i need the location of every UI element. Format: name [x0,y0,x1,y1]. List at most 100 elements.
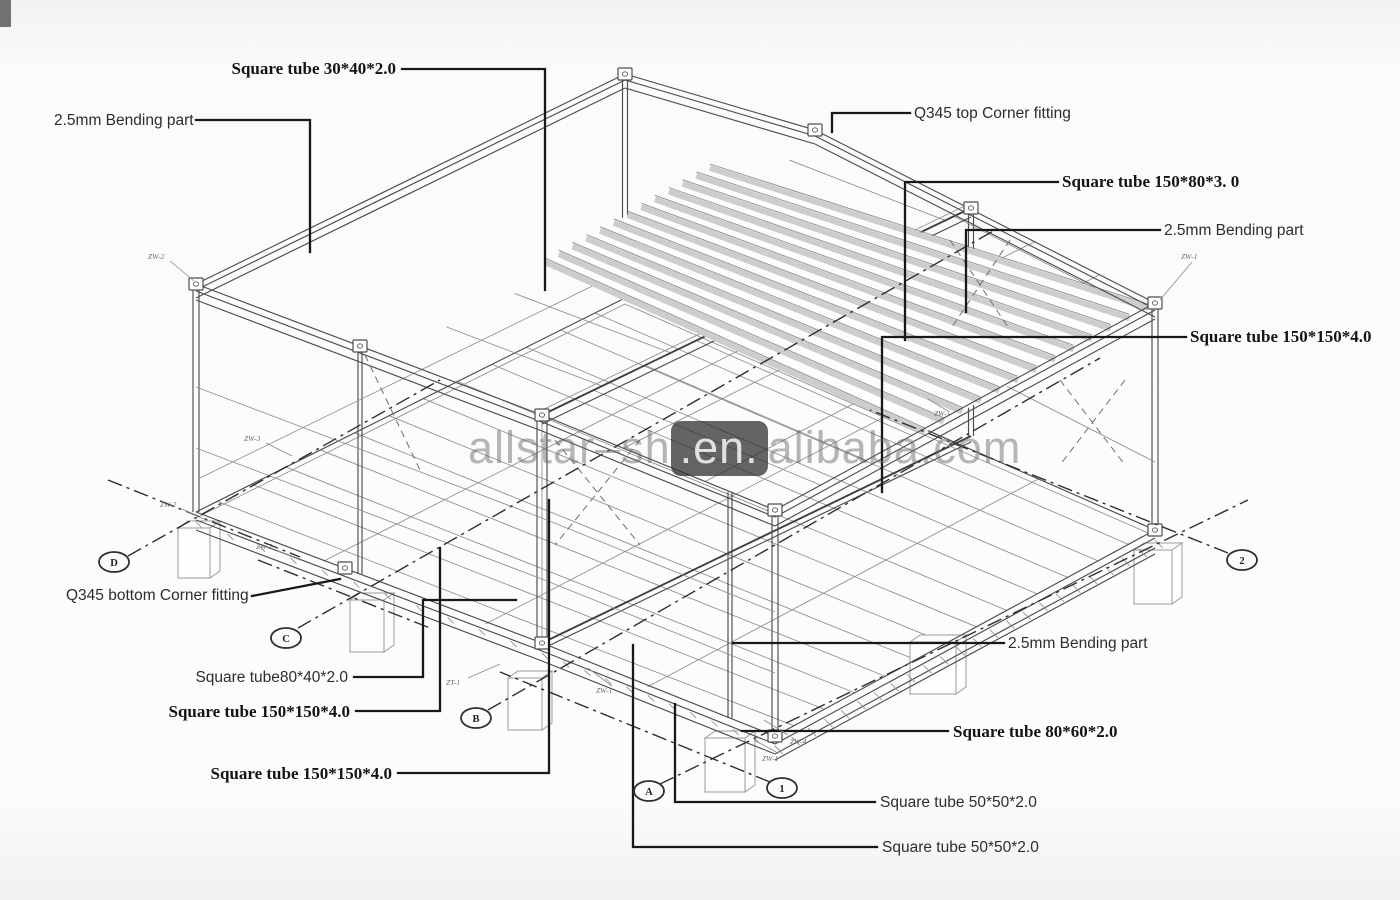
edge-hatch-tick [956,647,966,656]
leader-line [352,598,518,679]
brace-line [364,354,421,471]
grid-axis-bubble: D [98,551,130,573]
corrugation-edge [586,234,981,398]
corner-fitting [617,67,633,81]
brace-line [949,239,1011,331]
axis-letter: 1 [779,784,784,795]
edge-hatch-tick [1039,602,1048,611]
brace-line [554,439,641,546]
roof-edge-beam [195,79,626,291]
callout-label: Square tube 30*40*2.0 [231,59,396,78]
corrugation-stripe [626,212,1038,373]
callout-label: Square tube 80*60*2.0 [953,722,1118,741]
leader-line [830,111,912,134]
callout-label: Q345 top Corner fitting [914,105,1071,122]
part-mark-leader [277,550,301,561]
corrugation-edge [544,257,926,429]
part-mark: ZW-2 [148,252,165,261]
leader-line [194,118,312,254]
edge-hatch-tick [732,728,739,736]
edge-hatch-tick [415,605,423,612]
grid-axis-bubble: C [270,627,302,649]
footing-front [349,599,385,653]
bubble-outline [270,627,302,649]
grid-axis-bubble: A [633,780,665,802]
corrugation-stripe [543,259,927,435]
floor-frame-grid [195,297,1156,727]
part-mark-leader [169,260,195,282]
ceiling-joist [789,159,946,221]
edge-hatch-tick [791,736,800,746]
corner-fitting-hole [1151,527,1159,533]
brace-line [554,439,641,546]
corrugation-edge [709,163,1149,305]
axis-letter: A [645,787,653,798]
edge-hatch-tick [510,640,517,648]
axis-line [297,229,996,629]
bubble-outline [98,551,130,573]
callout-label: Square tube 150*150*4.0 [1190,327,1372,346]
corrugation-edge [613,218,1019,377]
bubble-outline [766,777,798,799]
corrugation-stripe [571,243,964,415]
corrugation-edge [668,187,1093,336]
footing-side [541,670,553,731]
leader-line [964,228,1162,314]
edge-hatch-tick [1006,620,1015,629]
edge-hatch-tick [584,669,591,677]
part-mark-leader [181,508,207,521]
corrugation-stripe [653,196,1075,353]
edge-hatch-tick [840,709,850,719]
wall-rail [541,517,776,613]
roof-front-edge-beam [195,299,776,527]
edge-hatch-tick [939,656,949,665]
grid-axis-bubble: 2 [1226,549,1258,571]
corrugation-edge [682,179,1111,326]
floor-side-edge-beam [774,529,1156,737]
corrugation-stripe [667,188,1094,342]
edge-hatch-tick [647,694,655,702]
roof-side-edge-beam [774,309,1156,518]
grid-axis-bubble: 1 [766,777,798,799]
axis-line [659,499,1249,785]
footing-side [744,730,756,793]
corrugation-stripe [709,165,1149,311]
edge-hatch-tick [1138,548,1147,558]
corner-fitting [807,123,823,137]
bubble-outline [633,780,665,802]
edge-hatch-tick [195,521,203,529]
floor-stringer [647,478,1039,688]
part-mark: ZW-3 [244,434,261,443]
corrugation-edge [627,210,1037,367]
grid-axis-bubbles: D C B A 1 2 [98,549,1258,802]
callout-label: Square tube 150*150*4.0 [168,702,350,721]
corner-fitting [534,408,550,422]
grid-axis-bubble: B [460,707,492,729]
part-mark: ZW-1 [1181,252,1197,261]
callout-label: 2.5mm Bending part [1164,222,1304,239]
leader-lines [194,67,1188,849]
axis-line [107,479,301,558]
corrugation-edge [558,249,944,419]
roof-ridge-beam [624,87,1156,318]
callout-label: Square tube 150*80*3. 0 [1062,172,1239,191]
floor-divider-beam [541,435,972,644]
corner-fittings [188,67,1163,743]
part-mark: ZW-1 [762,754,778,763]
callout-label: Square tube80*40*2.0 [195,669,348,686]
edge-hatch-tick [321,569,329,576]
part-mark: ZW-2 [256,542,273,551]
part-mark: ZW-1 [596,686,612,695]
corrugation-edge [641,202,1056,357]
edge-hatch-tick [857,700,866,710]
callout-labels: Square tube 30*40*2.0 2.5mm Bending part… [54,59,1372,856]
corner-fitting [1147,296,1163,310]
roof-edge-beam [195,73,626,285]
edge-hatch-tick [824,718,833,728]
leader-line [673,702,877,804]
bubble-outline [460,707,492,729]
axis-letter: B [472,714,479,725]
wall-rail [199,271,622,479]
